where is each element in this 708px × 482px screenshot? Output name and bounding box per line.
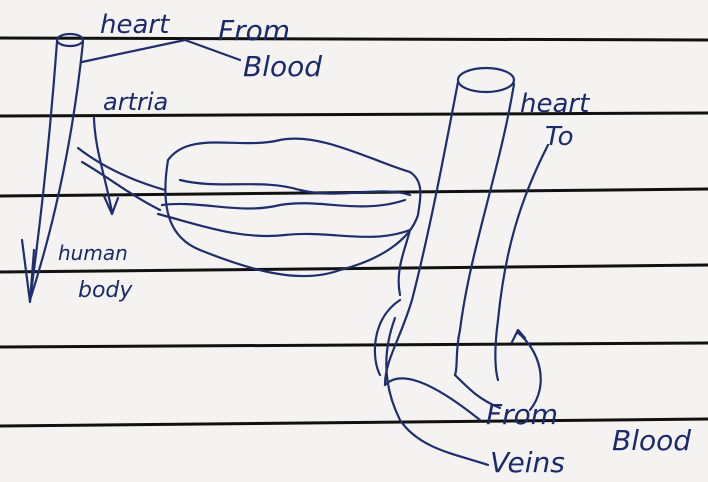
label-human: human — [58, 241, 128, 265]
artery-drawing — [22, 34, 240, 302]
label-heart-right: heart — [520, 89, 590, 119]
label-blood-bottom: Blood — [612, 424, 691, 457]
label-body: body — [78, 278, 133, 303]
ruled-line — [0, 419, 708, 426]
label-from-bottom: From — [486, 398, 558, 431]
label-blood-top: Blood — [243, 50, 322, 83]
label-veins: Veins — [490, 446, 565, 479]
label-artria: artria — [103, 88, 168, 116]
ruled-line — [0, 343, 708, 347]
label-to-right: To — [545, 122, 574, 152]
label-from-top: From — [218, 14, 290, 47]
label-heart-top: heart — [100, 10, 170, 40]
